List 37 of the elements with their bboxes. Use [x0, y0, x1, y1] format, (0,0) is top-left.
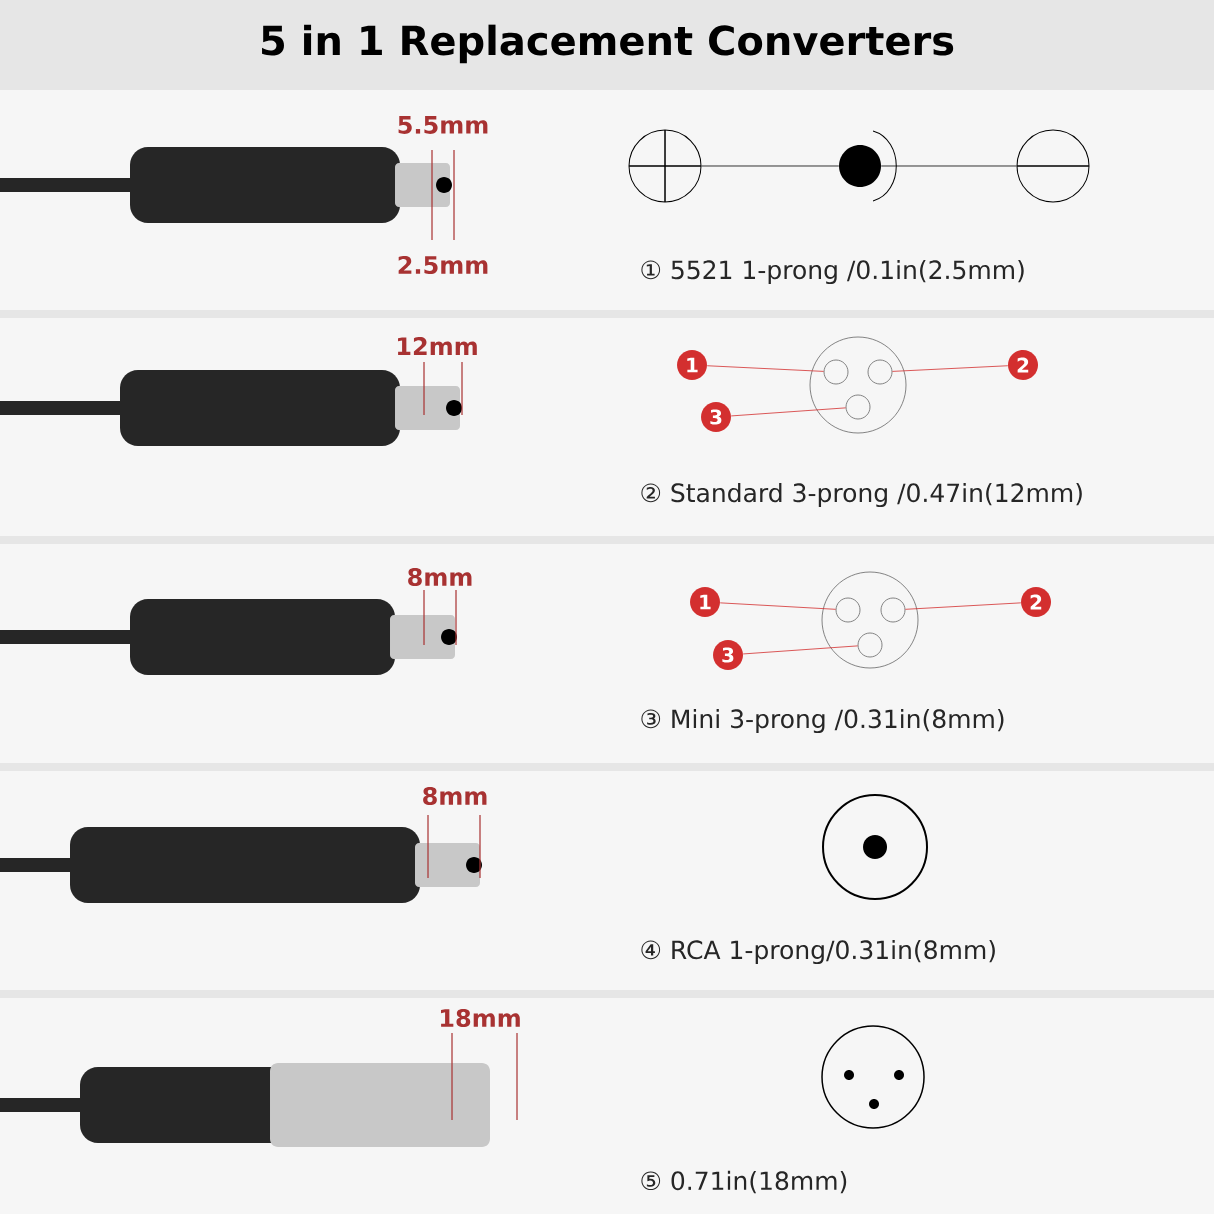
dimension-label: 2.5mm: [398, 255, 488, 275]
pin-hole: [867, 359, 893, 385]
number-badge: 1: [690, 587, 720, 617]
number-badge: 3: [701, 402, 731, 432]
pin-hole: [823, 359, 849, 385]
dimension-label: 5.5mm: [398, 116, 488, 134]
leader-line: [905, 602, 1022, 610]
dimension-label: 12mm: [398, 337, 477, 355]
dimension-label: 8mm: [408, 567, 472, 587]
plus-symbol: [628, 129, 702, 203]
pin-hole: [857, 632, 883, 658]
socket-outline: [821, 571, 919, 669]
connector-caption: ⑤ 0.71in(18mm): [641, 1170, 847, 1194]
number-badge: 2: [1021, 587, 1051, 617]
leader-line: [730, 407, 847, 417]
dimension-label: 8mm: [423, 786, 487, 806]
leader-line: [892, 365, 1009, 372]
wire-line: [701, 165, 840, 167]
wire-line: [880, 165, 1017, 167]
title: 5 in 1 Replacement Converters: [262, 24, 954, 64]
dimension-label: 18mm: [441, 1008, 520, 1028]
minus-symbol: [1016, 129, 1090, 203]
connector-caption: ③ Mini 3-prong /0.31in(8mm): [641, 708, 1004, 734]
pin-hole: [880, 597, 906, 623]
pin-hole: [835, 597, 861, 623]
connector-caption: ② Standard 3-prong /0.47in(12mm): [641, 482, 1082, 508]
number-badge: 1: [677, 350, 707, 380]
center-pin-symbol: [839, 130, 897, 202]
socket-outline: [809, 336, 907, 434]
leader-line: [719, 602, 837, 610]
number-badge: 3: [713, 640, 743, 670]
connector-caption: ④ RCA 1-prong/0.31in(8mm): [641, 939, 995, 965]
pin-hole: [845, 394, 871, 420]
connector-caption: ① 5521 1-prong /0.1in(2.5mm): [641, 259, 1024, 285]
number-badge: 2: [1008, 350, 1038, 380]
leader-line: [742, 645, 859, 655]
leader-line: [706, 365, 825, 372]
